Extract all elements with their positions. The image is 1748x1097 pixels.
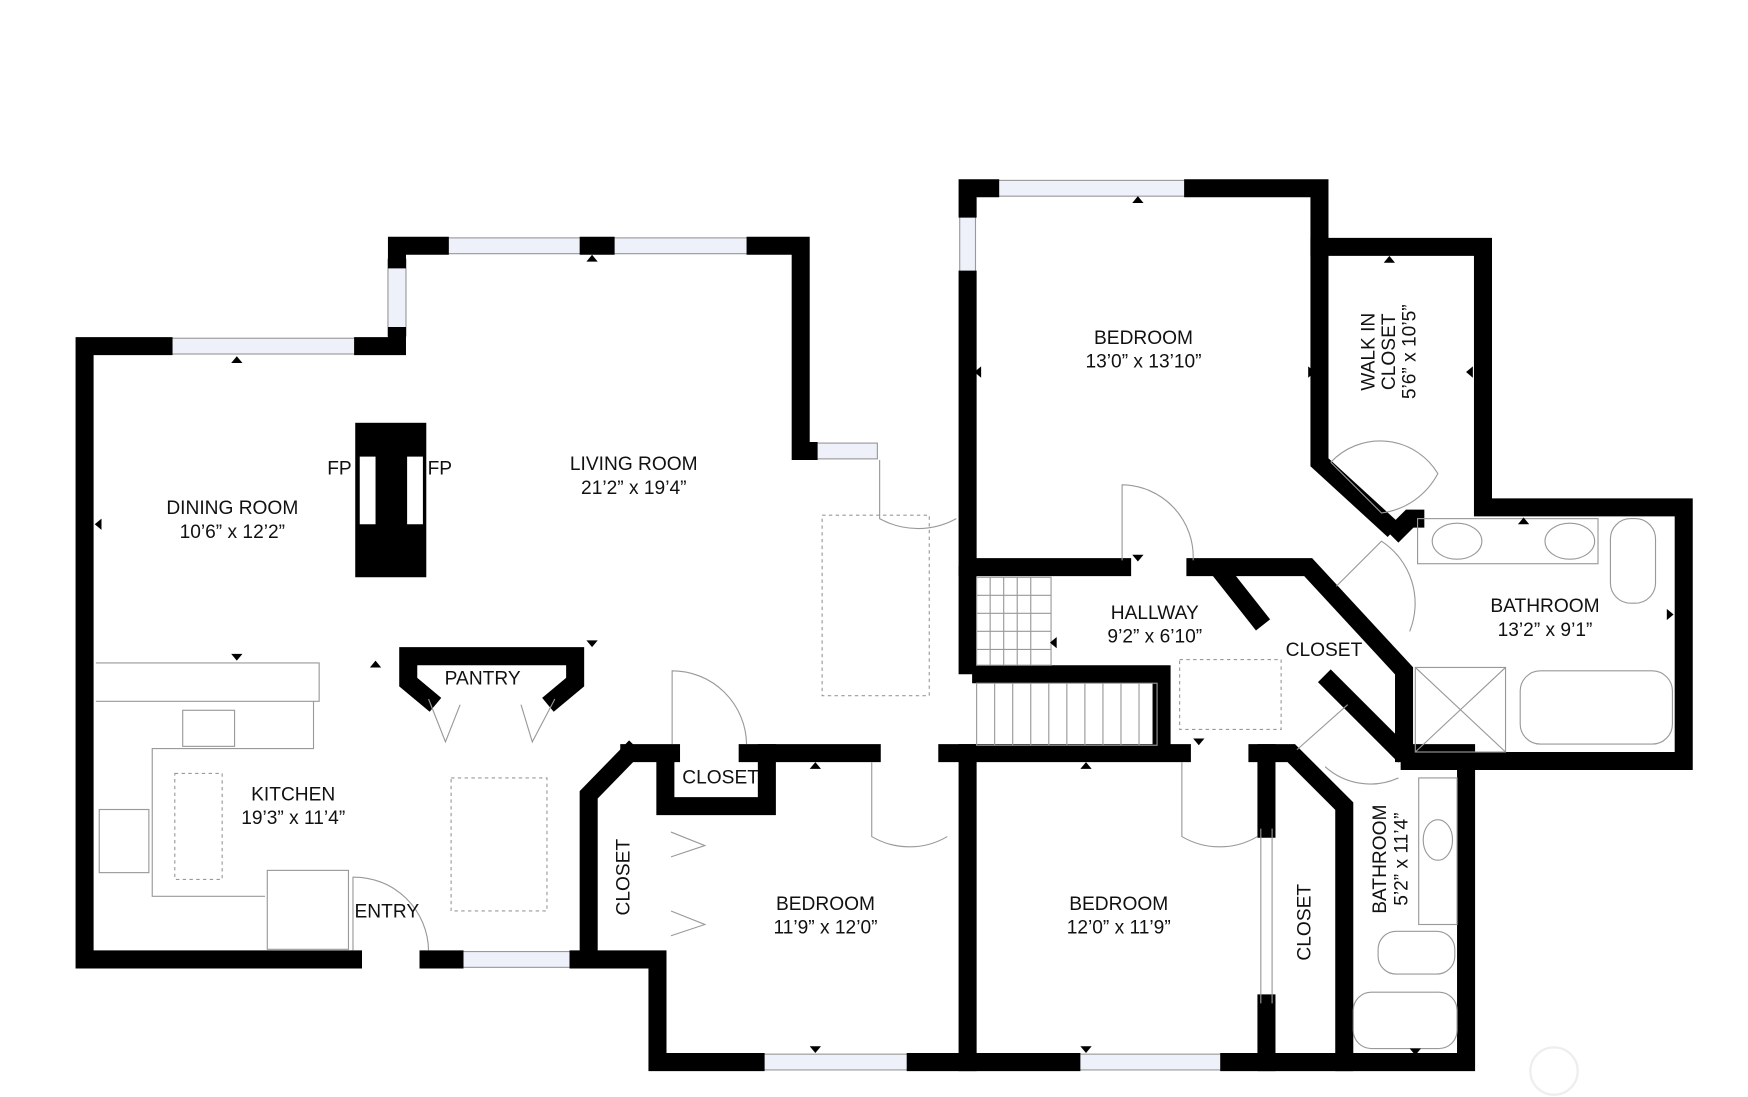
bedroom-3-label: BEDROOM: [1069, 894, 1168, 915]
hall-closet-label: CLOSET: [1286, 640, 1363, 661]
bedroom-main-size: 13’0” x 13’10”: [1085, 352, 1201, 373]
walkin-label-2: CLOSET: [1379, 313, 1400, 390]
entry-label: ENTRY: [355, 902, 420, 923]
dining-room-size: 10’6” x 12’2”: [180, 522, 285, 543]
hallway-label: HALLWAY: [1111, 603, 1199, 624]
fp-right-label: FP: [428, 459, 452, 480]
hallway-size: 9’2” x 6’10”: [1107, 627, 1202, 648]
bedroom-3-closet-label: CLOSET: [1294, 884, 1315, 961]
bedroom-3-size: 12’0” x 11’9”: [1067, 918, 1171, 939]
pantry-label: PANTRY: [445, 668, 521, 689]
bedroom-2-label: BEDROOM: [776, 894, 875, 915]
kitchen-size: 19’3” x 11’4”: [241, 808, 345, 829]
bedroom-2-size: 11’9” x 12’0”: [774, 918, 878, 939]
fixtures: [95, 514, 1674, 1096]
living-room-label: LIVING ROOM: [570, 454, 698, 475]
bedroom-main-label: BEDROOM: [1094, 328, 1193, 349]
walkin-label-1: WALK IN: [1359, 313, 1380, 391]
living-room-size: 21’2” x 19’4”: [581, 478, 686, 499]
walkin-size: 5’6” x 10’5”: [1399, 304, 1420, 399]
fp-left-label: FP: [327, 459, 351, 480]
bathroom-main-label: BATHROOM: [1490, 596, 1599, 617]
bathroom-main-size: 13’2” x 9’1”: [1498, 620, 1593, 641]
door-swings: [352, 440, 1439, 1004]
left-closet-label: CLOSET: [613, 839, 634, 916]
walls: [75, 179, 1693, 1072]
dining-room-label: DINING ROOM: [166, 498, 298, 519]
stairs: [976, 576, 1158, 746]
measurement-markers: [94, 196, 1674, 1056]
kitchen-label: KITCHEN: [251, 784, 335, 805]
bathroom-2-label: BATHROOM: [1370, 804, 1391, 913]
small-closet-label: CLOSET: [682, 768, 759, 789]
room-labels: DINING ROOM 10’6” x 12’2” LIVING ROOM 21…: [166, 304, 1599, 960]
pantry-walls: [399, 647, 585, 712]
fireplace: [355, 422, 427, 578]
bathroom-2-size: 5’2” x 11’4”: [1391, 812, 1412, 905]
